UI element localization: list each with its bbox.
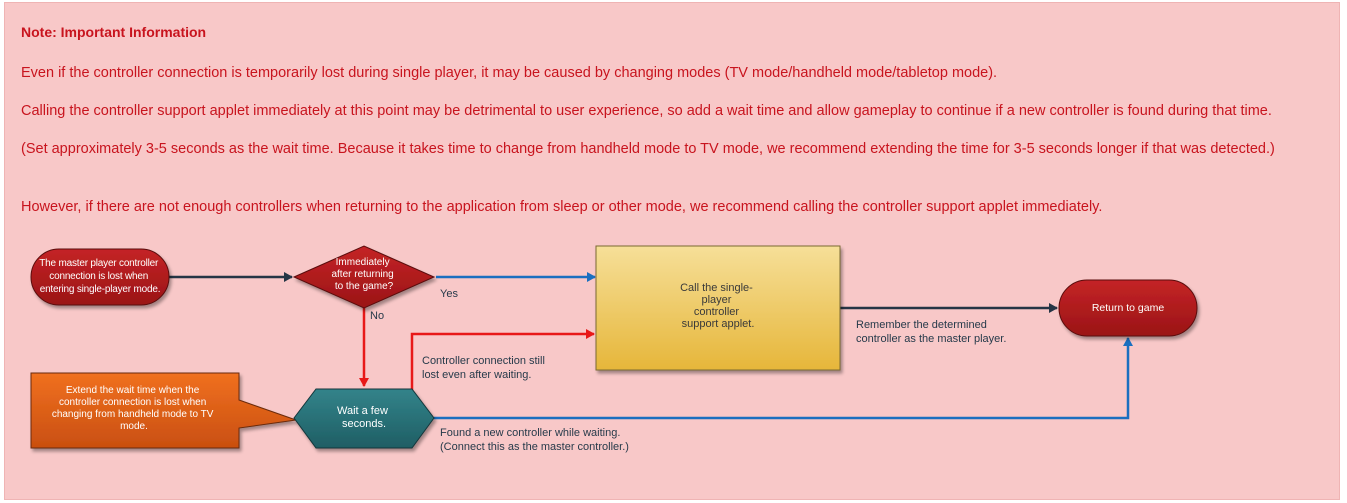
note-paragraph-wait: Calling the controller support applet im… (21, 103, 1272, 119)
applet-node-line: Call the single- (680, 282, 753, 294)
decision-node-line: to the game? (335, 281, 394, 292)
label-still-lost-line: Controller connection still (422, 355, 545, 367)
start-node-line: entering single-player mode. (40, 284, 161, 295)
svg-text:Wait a few seconds.: Wait a few seconds. (337, 405, 391, 430)
callout-line: mode. (120, 421, 148, 432)
callout-line: changing from handheld mode to TV (52, 409, 214, 420)
callout-note: Extend the wait time when the controller… (30, 372, 297, 449)
start-node-line: connection is lost when (49, 271, 148, 282)
label-found-line: Found a new controller while waiting. (440, 427, 620, 439)
label-still-lost-line: lost even after waiting. (422, 369, 531, 381)
connectors (167, 272, 1133, 420)
return-node: Return to game (1058, 279, 1198, 337)
applet-node: Call the single- player controller suppo… (595, 245, 841, 371)
note-paragraph-duration: (Set approximately 3-5 seconds as the wa… (21, 141, 1275, 157)
decision-node-line: Immediately (336, 257, 390, 268)
wait-node-line: seconds. (342, 418, 386, 430)
svg-text:Controller connection still: Controller connection still lost even af… (422, 355, 548, 381)
applet-node-line: player (701, 294, 731, 306)
applet-node-line: controller (694, 306, 740, 318)
svg-text:The master player controller: The master player controller connection … (39, 258, 161, 295)
start-node-line: The master player controller (39, 258, 159, 269)
edge-labels: Yes No Controller connection still lost … (370, 288, 1006, 453)
label-remember-line: Remember the determined (856, 319, 987, 331)
return-node-label: Return to game (1092, 302, 1165, 314)
note-paragraph-modes: Even if the controller connection is tem… (21, 65, 998, 81)
label-found-line: (Connect this as the master controller.) (440, 441, 629, 453)
callout-line: Extend the wait time when the (66, 385, 200, 396)
decision-node-line: after returning (331, 269, 393, 280)
label-yes: Yes (440, 288, 458, 300)
label-no: No (370, 310, 384, 322)
arrow-wait-to-return (434, 337, 1133, 420)
note-title: Note: Important Information (21, 24, 207, 40)
arrow-wait-to-applet (410, 329, 595, 390)
svg-text:Call the single- player: Call the single- player controller suppo… (680, 282, 756, 330)
svg-text:Remember the determined: Remember the determined controller as th… (856, 319, 1006, 345)
label-remember-line: controller as the master player. (856, 333, 1006, 345)
wait-node-line: Wait a few (337, 405, 388, 417)
wait-node: Wait a few seconds. (293, 388, 435, 449)
svg-text:Immediately after return: Immediately after returning to the game? (331, 257, 396, 292)
svg-text:Extend the wait time when the: Extend the wait time when the controller… (52, 385, 216, 432)
callout-line: controller connection is lost when (59, 397, 206, 408)
decision-node: Immediately after returning to the game? (292, 245, 436, 309)
note-paragraph-sleep: However, if there are not enough control… (21, 199, 1103, 215)
svg-text:Found a new controller while w: Found a new controller while waiting. (C… (440, 427, 629, 453)
applet-node-line: support applet. (682, 318, 755, 330)
start-node: The master player controller connection … (30, 248, 170, 306)
